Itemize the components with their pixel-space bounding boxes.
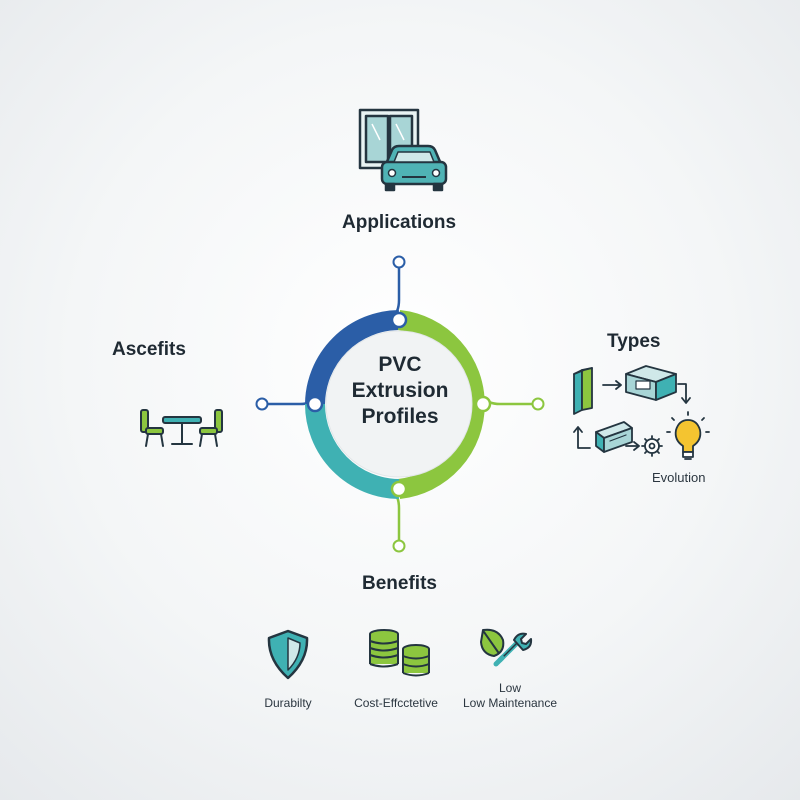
dot-top-outer [392,255,406,269]
center-title: PVC Extrusion Profiles [330,352,470,430]
dot-bottom-outer [392,539,406,553]
ring-inner [325,330,473,478]
dot-bottom-inner [390,480,408,498]
benefit-maintenance-label: Low Maintenance [462,696,558,710]
arrow-down-icon [677,383,691,404]
profile-box-icon [625,365,677,401]
ascefits-label: Ascefits [112,339,186,360]
coin-stacks-icon [369,629,430,677]
evolution-label: Evolution [652,470,706,485]
center-title-line-3: Profiles [361,405,439,428]
lightbulb-icon [666,411,710,460]
ring-arc-green [397,310,485,499]
dot-left-inner [306,395,324,413]
window-car-icon [358,108,448,192]
dot-top-inner [390,311,408,329]
center-title-line-1: PVC [378,353,422,376]
benefit-low-top-label: Low [498,681,521,695]
dot-right-inner [474,395,492,413]
arrow-right-icon [602,380,622,390]
benefit-cost-label: Cost-Effcctetive [354,696,438,710]
arrow-right-small-icon [625,441,640,451]
connector-top [391,262,401,319]
ring-arc-teal [305,403,400,499]
types-label: Types [607,331,661,352]
arrow-up-icon [573,426,591,449]
shield-icon [267,629,309,680]
junction-dots [255,255,545,553]
center-title-line-2: Extrusion [351,379,449,402]
types-flow [573,365,710,460]
dot-left-outer [255,397,269,411]
leaf-wrench-icon [480,628,533,667]
benefit-durability-label: Durabilty [264,696,312,710]
profile-bar-icon [573,367,593,415]
benefits-label: Benefits [362,573,437,594]
dot-right-outer [531,397,545,411]
ring-arc-blue [305,310,400,405]
applications-label: Applications [342,212,457,233]
table-chairs-icon [140,409,223,447]
gear-icon [641,435,663,457]
ring [305,310,485,499]
profile-channel-icon [595,421,633,453]
